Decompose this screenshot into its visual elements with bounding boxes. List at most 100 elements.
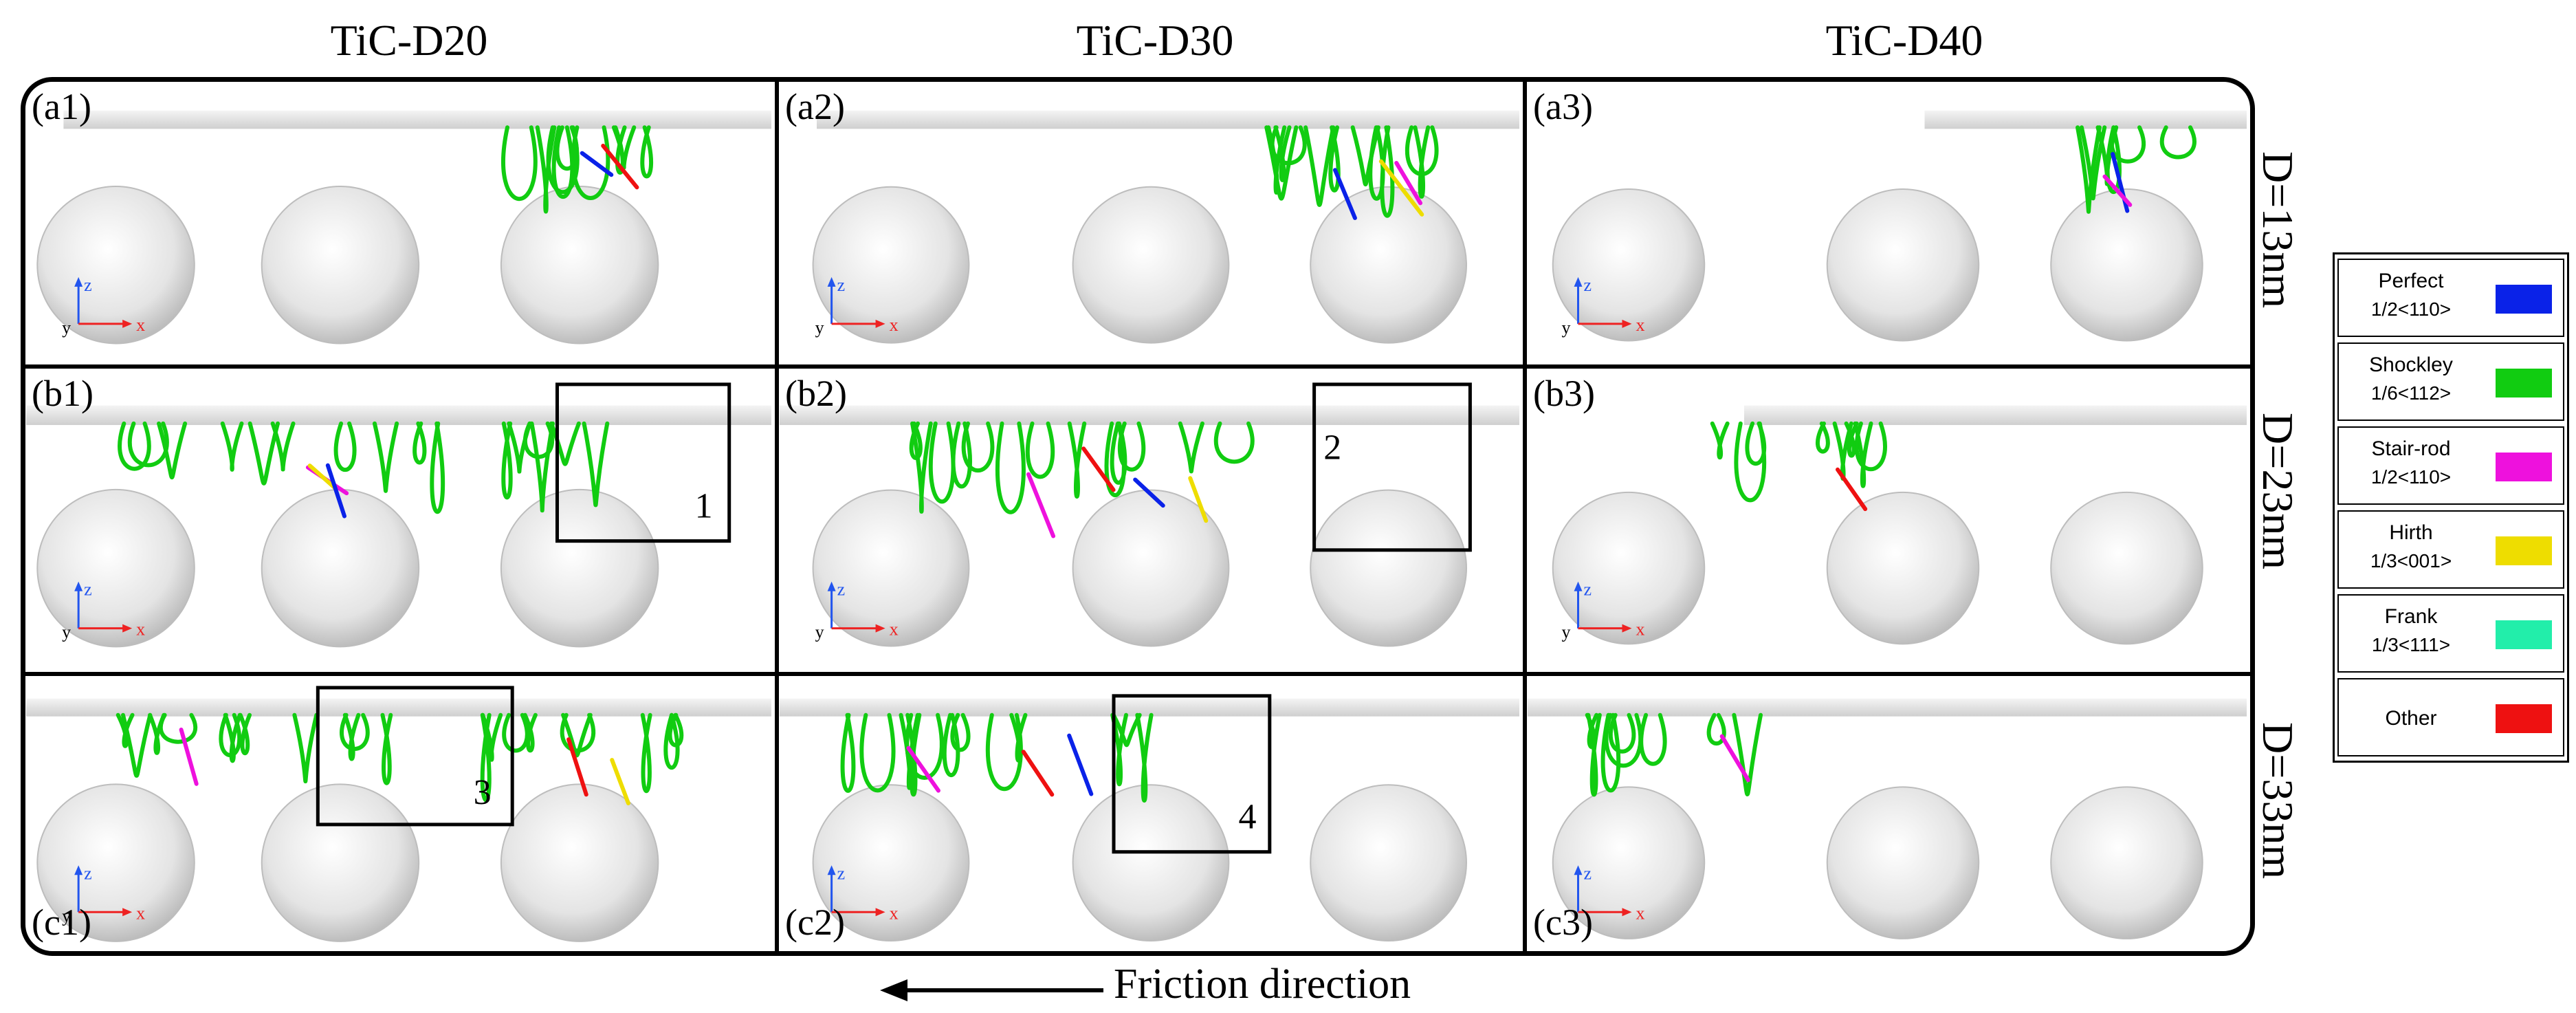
simulation-render: z x y [36,110,771,345]
grid-divider-h2 [21,672,2255,676]
dislocation-network [501,125,654,214]
column-title-d30: TiC-D30 [1076,16,1234,65]
axis-triad: zxy [62,580,145,642]
tic-particle [1072,784,1230,942]
legend-item-stair-rod: Stair-rod 1/2<110> [2337,426,2564,505]
panel-c2: 4 z x (c2) [780,677,1522,950]
dislocation-network [1585,712,1763,797]
svg-text:z: z [1584,580,1592,600]
film-plate [63,110,771,129]
tic-particle [812,186,970,344]
axis-triad: zxy [815,580,899,642]
box-number: 4 [1238,798,1256,837]
box-number: 1 [695,486,713,525]
tic-particle [261,783,420,942]
row-label-33nm: D=33nm [2254,722,2302,880]
film-plate [780,405,1519,426]
legend-burgers: 1/6<112> [2370,382,2452,404]
legend-swatch [2496,536,2552,565]
film-plate [780,698,1519,717]
dislocation-network [2076,125,2197,214]
film-plate [1744,405,2247,426]
tic-particle [2050,188,2203,342]
tic-particle [1072,186,1230,344]
dislocation-network [1264,125,1439,220]
axis-triad: z x y [62,275,145,338]
tic-particle [261,185,420,345]
panel-label-a2: (a2) [785,86,845,127]
svg-text:z: z [1584,863,1592,883]
panel-label-a3: (a3) [1533,86,1593,127]
grid-divider-h1 [21,364,2255,369]
simulation-render: zx [1528,698,2247,939]
svg-text:x: x [890,315,899,335]
highlight-box [555,382,731,543]
svg-text:z: z [84,863,92,883]
svg-text:y: y [62,318,71,338]
tic-particle [500,185,659,345]
simulation-render: zxy [1552,110,2247,342]
column-title-d40: TiC-D40 [1825,16,1983,65]
highlight-box [1312,382,1472,552]
tic-particle [1826,188,1980,342]
axis-triad: zxy [62,863,145,926]
tic-particle [1072,489,1230,647]
legend-name: Other [2385,707,2437,730]
svg-text:x: x [136,620,145,640]
svg-text:y: y [1562,622,1571,642]
panel-label-b1: (b1) [32,373,93,414]
tic-particle [1826,491,1980,645]
legend-burgers: 1/3<001> [2370,550,2452,571]
svg-text:z: z [84,275,92,295]
axis-triad: zx [1574,863,1645,923]
axis-triad: zxy [815,275,899,338]
panel-label-c2: (c2) [785,902,845,943]
figure-frame [21,77,2255,956]
tic-particle [36,488,195,648]
axis-triad: zxy [1562,275,1645,338]
legend-name: Stair-rod [2371,437,2451,460]
film-plate [26,698,771,717]
legend-item-perfect: Perfect 1/2<110> [2337,259,2564,337]
dislocation-network [840,712,1154,803]
svg-text:x: x [1636,620,1645,640]
grid-divider-v2 [1523,77,1527,956]
panel-label-c3: (c3) [1533,902,1593,943]
svg-text:x: x [890,903,899,923]
svg-text:y: y [62,622,71,642]
dislocation-legend: Perfect 1/2<110> Shockley 1/6<112> Stair… [2333,252,2569,763]
highlight-box [316,686,514,827]
svg-text:y: y [1562,318,1571,338]
row-label-23nm: D=23nm [2254,413,2302,570]
tic-particle [812,489,970,647]
tic-particle [500,783,659,942]
tic-particle [1310,784,1467,942]
svg-text:x: x [1636,903,1645,923]
svg-text:y: y [62,906,71,926]
legend-burgers: 1/2<110> [2370,298,2452,320]
film-plate [26,405,771,426]
film-plate [817,110,1519,129]
tic-particle [1552,491,1706,645]
svg-text:x: x [1636,315,1645,335]
legend-name: Perfect [2378,270,2444,292]
svg-text:x: x [136,315,145,335]
legend-name: Shockley [2369,353,2453,376]
legend-item-other: Other [2337,678,2564,756]
panel-label-a1: (a1) [32,86,91,127]
svg-text:z: z [837,863,846,883]
svg-text:y: y [815,622,824,642]
row-label-13nm: D=13nm [2254,151,2302,309]
tic-particle [500,488,659,648]
simulation-render: zxy [812,110,1519,344]
legend-name: Frank [2384,605,2438,628]
column-title-d20: TiC-D20 [330,16,488,65]
legend-name: Hirth [2389,521,2433,544]
